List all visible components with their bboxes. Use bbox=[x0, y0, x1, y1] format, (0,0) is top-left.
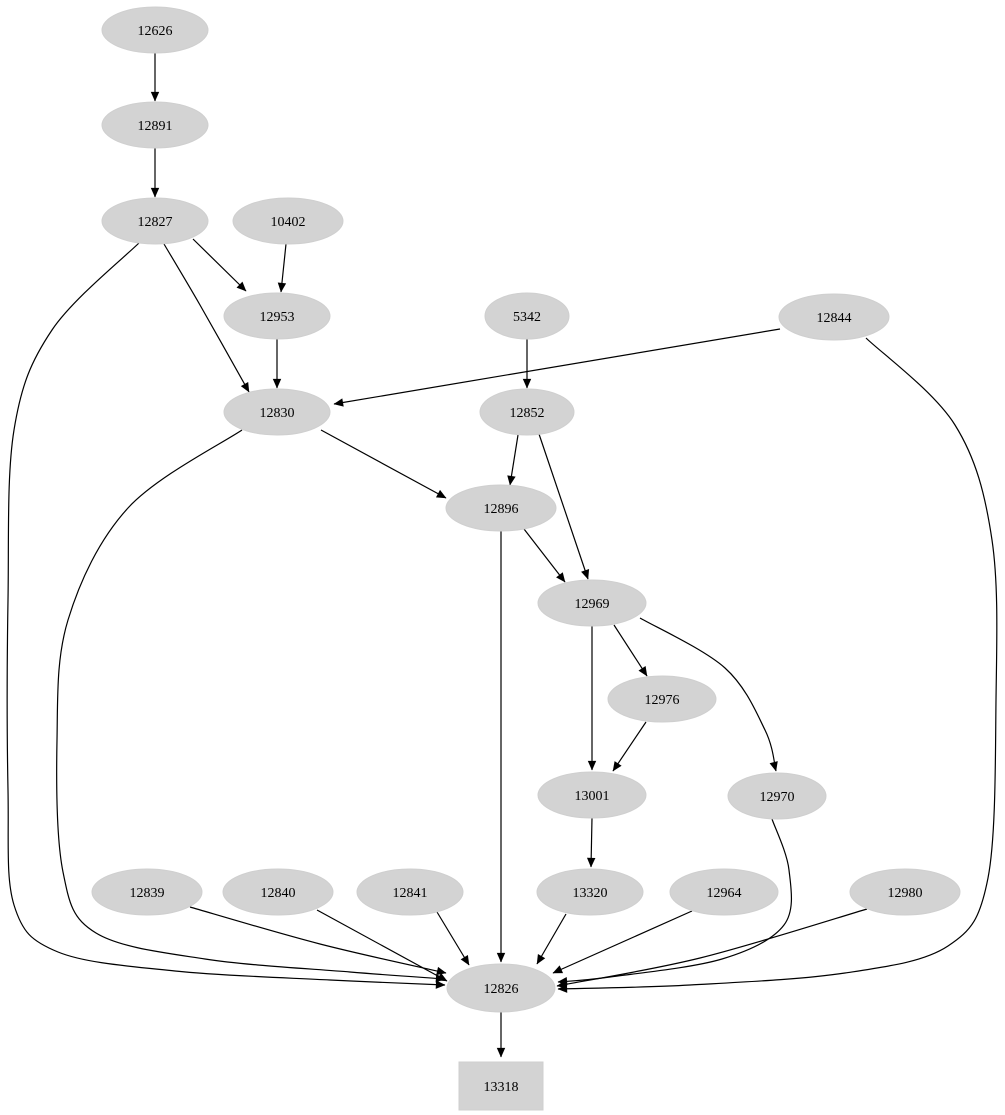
node-12841-ellipse bbox=[356, 868, 464, 916]
edges-layer bbox=[6, 53, 998, 1058]
node-12626-ellipse bbox=[101, 6, 209, 54]
edge-12827-12830 bbox=[163, 243, 250, 393]
node-12827-label: 12827 bbox=[138, 215, 173, 230]
node-12840-ellipse bbox=[222, 868, 334, 916]
node-12976: 12976 bbox=[607, 675, 717, 723]
nodes-layer: 12626 12891 12827 10402 12953 5342 12844 12830 1… bbox=[91, 6, 961, 1111]
edge-12852-12969 bbox=[538, 433, 590, 580]
node-12839: 12839 bbox=[91, 868, 203, 916]
node-12830-label: 12830 bbox=[260, 406, 295, 421]
node-12827: 12827 bbox=[101, 197, 209, 245]
node-12830-ellipse bbox=[223, 388, 331, 436]
edge-12840-12826 bbox=[316, 909, 448, 982]
node-12896-ellipse bbox=[445, 484, 557, 532]
node-13318-box bbox=[458, 1061, 544, 1111]
node-12891: 12891 bbox=[101, 101, 209, 149]
node-12976-label: 12976 bbox=[645, 693, 680, 708]
node-12964: 12964 bbox=[669, 868, 779, 916]
edge-12969-12970 bbox=[639, 617, 778, 772]
node-12841: 12841 bbox=[356, 868, 464, 916]
node-12844-ellipse bbox=[778, 293, 890, 341]
node-13318: 13318 bbox=[458, 1061, 544, 1111]
node-10402-label: 10402 bbox=[271, 215, 306, 230]
edge-12969-12976 bbox=[613, 624, 648, 677]
node-12970-label: 12970 bbox=[760, 790, 795, 805]
node-12840: 12840 bbox=[222, 868, 334, 916]
node-12896-label: 12896 bbox=[484, 502, 519, 517]
edge-12827-12826 bbox=[6, 241, 446, 989]
node-12626: 12626 bbox=[101, 6, 209, 54]
node-12970: 12970 bbox=[727, 772, 827, 820]
node-10402-ellipse bbox=[232, 197, 344, 245]
edge-12896-12969 bbox=[523, 528, 566, 583]
node-12840-label: 12840 bbox=[261, 886, 296, 901]
node-12969: 12969 bbox=[537, 579, 647, 627]
edge-12839-12826 bbox=[189, 906, 447, 976]
node-13320: 13320 bbox=[536, 868, 644, 916]
node-13001-ellipse bbox=[537, 771, 647, 819]
edge-12827-12953 bbox=[192, 238, 247, 292]
node-12839-label: 12839 bbox=[130, 886, 165, 901]
node-13001-label: 13001 bbox=[575, 789, 610, 804]
edge-12830-12826 bbox=[56, 429, 446, 983]
node-12826-label: 12826 bbox=[484, 982, 519, 997]
node-13320-label: 13320 bbox=[573, 886, 608, 901]
node-12830: 12830 bbox=[223, 388, 331, 436]
node-12980-ellipse bbox=[849, 868, 961, 916]
node-12969-ellipse bbox=[537, 579, 647, 627]
edge-12980-12826 bbox=[556, 908, 868, 989]
node-12839-ellipse bbox=[91, 868, 203, 916]
node-12852-label: 12852 bbox=[510, 406, 545, 421]
node-12844: 12844 bbox=[778, 293, 890, 341]
edge-10402-12953 bbox=[277, 243, 287, 293]
node-12844-label: 12844 bbox=[817, 311, 852, 326]
node-5342: 5342 bbox=[484, 292, 570, 340]
node-12953: 12953 bbox=[223, 292, 331, 340]
node-12891-ellipse bbox=[101, 101, 209, 149]
edge-12844-12826 bbox=[557, 337, 998, 993]
edge-12976-13001 bbox=[612, 721, 647, 772]
node-10402: 10402 bbox=[232, 197, 344, 245]
edge-12841-12826 bbox=[436, 911, 470, 966]
node-13001: 13001 bbox=[537, 771, 647, 819]
node-12826-ellipse bbox=[446, 963, 556, 1013]
node-12852-ellipse bbox=[479, 388, 575, 436]
node-5342-ellipse bbox=[484, 292, 570, 340]
node-12976-ellipse bbox=[607, 675, 717, 723]
node-12896: 12896 bbox=[445, 484, 557, 532]
node-12626-label: 12626 bbox=[138, 24, 173, 39]
node-12964-ellipse bbox=[669, 868, 779, 916]
node-12826: 12826 bbox=[446, 963, 556, 1013]
edge-12844-12830 bbox=[333, 328, 781, 407]
node-13320-ellipse bbox=[536, 868, 644, 916]
node-13318-label: 13318 bbox=[484, 1080, 519, 1095]
node-12891-label: 12891 bbox=[138, 119, 173, 134]
node-12980-label: 12980 bbox=[888, 886, 923, 901]
node-12980: 12980 bbox=[849, 868, 961, 916]
edge-13001-13320 bbox=[586, 817, 596, 868]
node-12827-ellipse bbox=[101, 197, 209, 245]
node-12970-ellipse bbox=[727, 772, 827, 820]
edge-12852-12896 bbox=[507, 434, 519, 486]
edge-12964-12826 bbox=[552, 910, 693, 974]
node-12841-label: 12841 bbox=[393, 886, 428, 901]
edge-13320-12826 bbox=[536, 913, 567, 965]
node-5342-label: 5342 bbox=[513, 310, 541, 325]
node-12953-ellipse bbox=[223, 292, 331, 340]
edge-12830-12896 bbox=[320, 429, 447, 499]
node-12953-label: 12953 bbox=[260, 310, 295, 325]
node-12852: 12852 bbox=[479, 388, 575, 436]
node-12969-label: 12969 bbox=[575, 597, 610, 612]
node-12964-label: 12964 bbox=[707, 886, 742, 901]
